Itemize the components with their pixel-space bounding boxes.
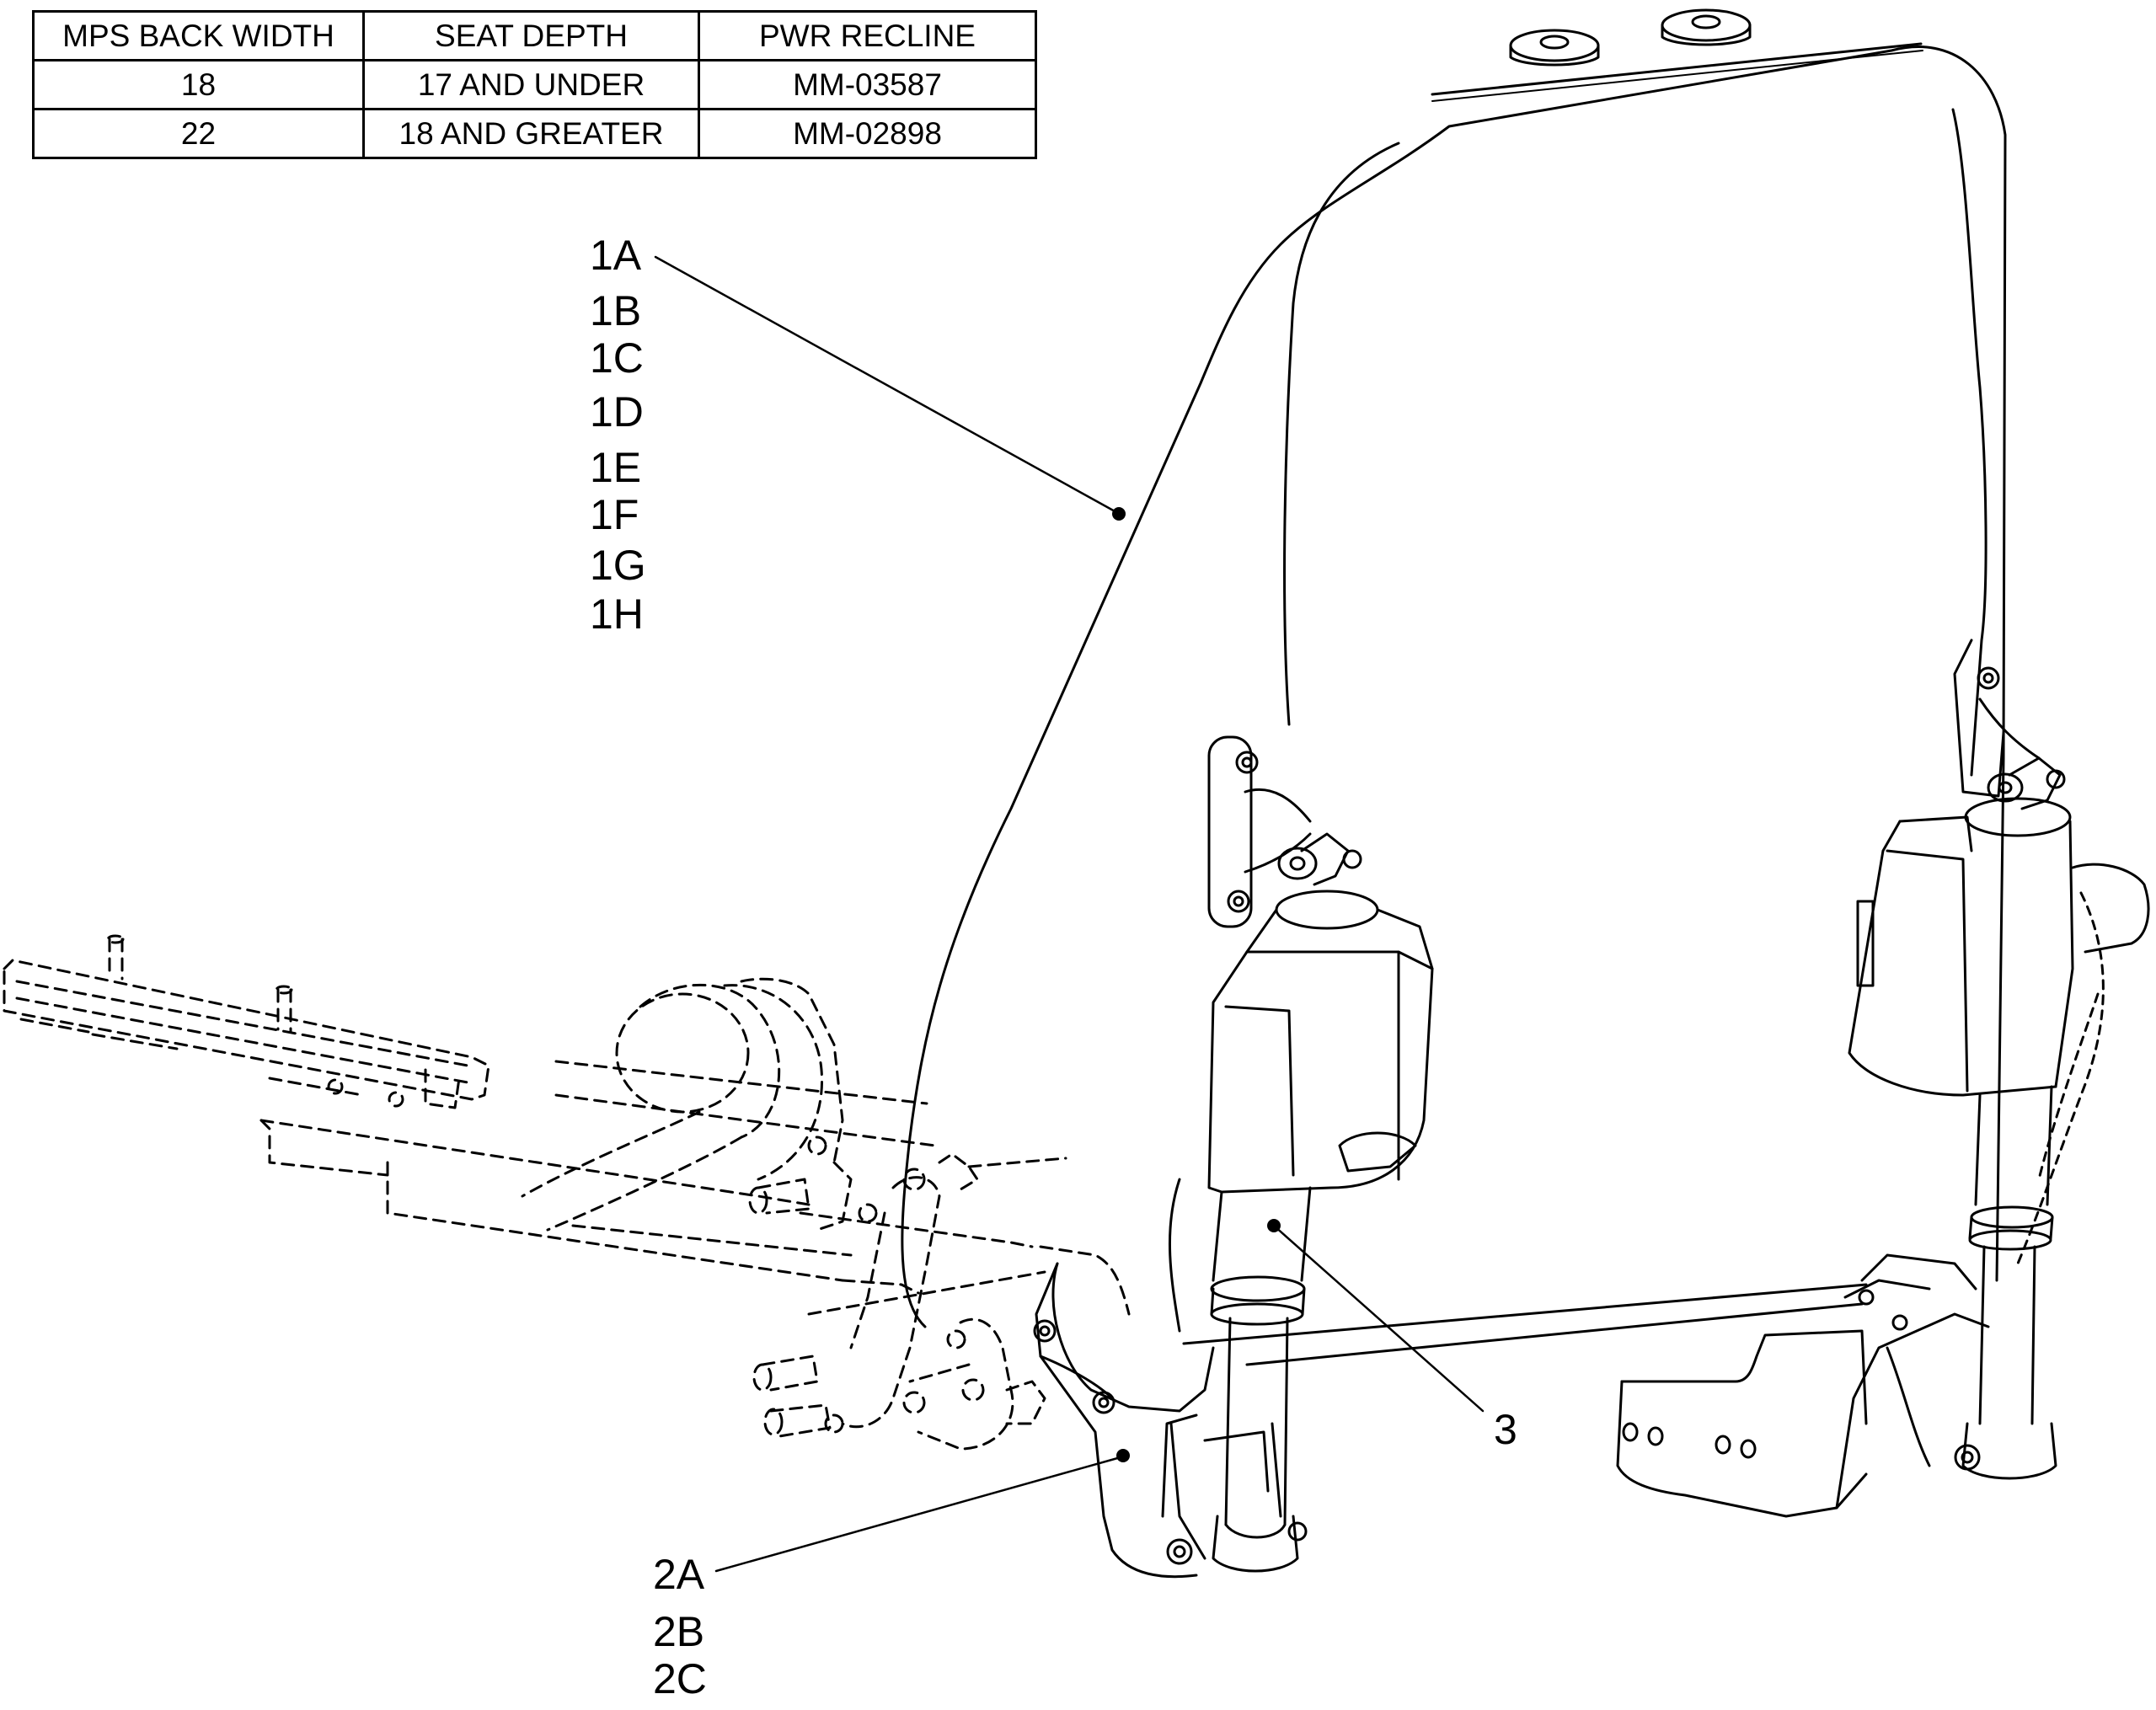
cell-pwr-recline: MM-02898 — [698, 108, 1037, 159]
callout-2b: 2B — [653, 1608, 705, 1655]
backrest-shell — [901, 8, 2007, 1366]
left-lower-bracket — [1033, 1262, 1282, 1579]
callout-2c: 2C — [653, 1655, 707, 1702]
callout-1d: 1D — [590, 388, 644, 436]
cell-back-width: 18 — [32, 59, 365, 110]
leader-lines — [654, 255, 1485, 1573]
callout-2a: 2A — [653, 1551, 705, 1598]
cell-seat-depth: 17 AND UNDER — [362, 59, 700, 110]
seat-rails — [3, 934, 1131, 1451]
table-row: 18 17 AND UNDER MM-03587 — [32, 59, 1037, 110]
callout-1f: 1F — [590, 491, 639, 538]
right-lower-bracket — [1616, 1253, 1990, 1518]
leader-dot-part-3 — [1267, 1219, 1281, 1232]
spec-table: MPS BACK WIDTH SEAT DEPTH PWR RECLINE 18… — [32, 10, 1037, 159]
callout-1g: 1G — [590, 542, 646, 589]
leader-dot-part-1 — [1112, 507, 1126, 521]
leader-dot-part-2 — [1116, 1449, 1130, 1462]
header-back-width: MPS BACK WIDTH — [32, 10, 365, 61]
right-back-bracket — [1953, 639, 2041, 798]
callout-3: 3 — [1494, 1406, 1517, 1453]
cell-back-width: 22 — [32, 108, 365, 159]
callout-1b: 1B — [590, 287, 642, 334]
header-pwr-recline: PWR RECLINE — [698, 10, 1037, 61]
left-back-bracket — [1207, 735, 1312, 928]
callout-1a: 1A — [590, 232, 642, 279]
header-seat-depth: SEAT DEPTH — [362, 10, 700, 61]
right-actuator — [1848, 756, 2150, 1480]
callout-1h: 1H — [590, 590, 644, 638]
table-row: 22 18 AND GREATER MM-02898 — [32, 108, 1037, 159]
table-header-row: MPS BACK WIDTH SEAT DEPTH PWR RECLINE — [32, 10, 1037, 61]
cell-pwr-recline: MM-03587 — [698, 59, 1037, 110]
left-actuator — [1168, 832, 1434, 1573]
callout-1c: 1C — [590, 334, 644, 382]
right-rear-hinge — [2016, 891, 2105, 1265]
cell-seat-depth: 18 AND GREATER — [362, 108, 700, 159]
callout-1e: 1E — [590, 444, 642, 491]
